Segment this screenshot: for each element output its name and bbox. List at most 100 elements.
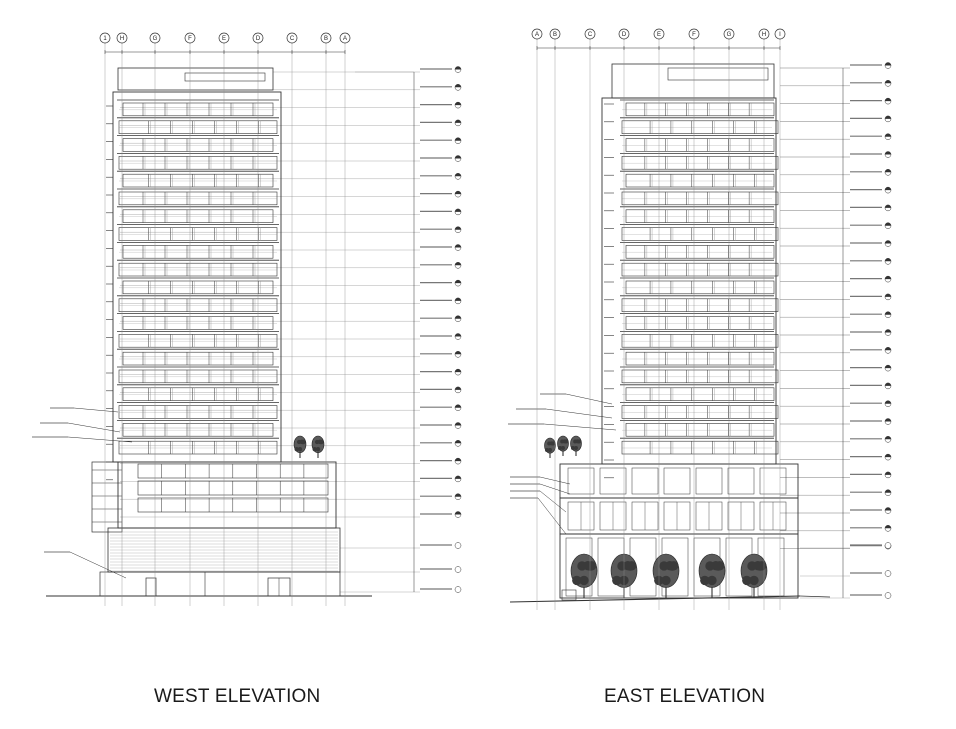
level-marker-fill [455,262,461,266]
window-band [118,298,278,312]
level-marker-fill [455,386,461,390]
annotation-leader [73,407,119,413]
podium-lower [559,497,799,535]
tree-leaf-cluster [550,441,555,446]
window-band [122,387,274,401]
level-marker-fill [885,240,891,244]
level-marker-fill [885,258,891,262]
grid-bubble [339,32,351,44]
west-elevation-title: WEST ELEVATION [154,686,321,707]
tree-leaf-cluster [572,575,582,586]
grade-line [799,595,831,598]
grid-label: F [692,32,696,38]
tree-leaf-cluster [749,575,759,586]
level-marker-fill [455,102,461,106]
tree-leaf-cluster [561,446,565,450]
ground-floor-base [99,571,341,597]
level-marker-fill [885,151,891,155]
window-band [118,440,278,455]
level-marker-fill [885,436,891,440]
window-band [621,191,779,206]
window-band [625,387,775,401]
grid-label: B [553,32,557,38]
annotation-leader [67,422,121,433]
level-marker [884,592,892,599]
window-band [621,120,779,134]
grid-bubble [218,32,230,44]
grid-bubble [531,28,543,40]
grid-label: H [762,32,766,38]
grid-bubble [149,32,161,44]
rooftop-screen [184,72,266,82]
tree-leaf-cluster [661,575,671,586]
level-marker-fill [455,475,461,479]
level-marker-fill [455,244,461,248]
grid-label: 1 [103,36,107,42]
tree-leaf-cluster [654,575,664,586]
window-band [621,405,779,419]
level-marker-fill [885,489,891,493]
grid-bubble [653,28,665,40]
tree-leaf-cluster [297,447,303,452]
window-band [621,440,779,455]
annotation-leader [543,423,617,431]
annotation-leader [565,393,613,405]
level-marker-fill [455,315,461,319]
level-marker-fill [885,204,891,208]
window-band [625,245,775,259]
tree-leaf-cluster [294,447,299,452]
grid-bubble [184,32,196,44]
grid-bubble [99,32,111,44]
level-marker-fill [455,440,461,444]
tree-leaf-cluster [315,447,321,452]
tree-leaf-cluster [548,448,552,452]
grid-label: E [222,36,226,42]
grid-bubble [116,32,128,44]
tree-leaf-cluster [576,439,581,444]
tree-leaf-cluster [625,561,635,571]
level-marker-fill [455,191,461,195]
rooftop-mechanical [611,63,775,99]
tree-leaf-cluster [707,575,717,586]
entry-door [561,589,577,601]
level-marker [454,586,462,593]
window-band [621,298,779,312]
grid-bubble [774,28,786,40]
level-marker-fill [455,280,461,284]
window-band [625,423,775,437]
level-marker-fill [885,347,891,351]
east-elevation-title: EAST ELEVATION [604,686,766,707]
window-band [621,156,779,170]
window-band [122,423,274,437]
level-marker-fill [885,311,891,315]
west-elevation-drawing [32,66,462,597]
grid-label: D [622,32,627,38]
annotation-leader [539,490,567,513]
grid-bubble [758,28,770,40]
window-band [122,245,274,259]
window-band [122,351,274,366]
window-band [118,191,278,206]
level-marker-fill [885,187,891,191]
tree-leaf-cluster [585,561,595,571]
level-marker [454,566,462,573]
east-elevation-drawing [508,62,892,603]
tower-outline [112,91,282,463]
level-marker-fill [885,525,891,529]
level-marker-fill [885,80,891,84]
window-band [621,334,779,348]
tree-leaf-cluster [574,446,578,450]
level-marker-fill [885,507,891,511]
level-marker-fill [885,365,891,369]
rooftop-mechanical [117,67,274,91]
grid-label: A [535,32,539,38]
window-band [118,227,278,241]
level-marker-fill [455,493,461,497]
window-band [625,173,775,188]
level-marker-fill [455,511,461,515]
window-band [122,173,274,188]
tree-leaf-cluster [579,575,589,586]
level-marker-fill [455,173,461,177]
